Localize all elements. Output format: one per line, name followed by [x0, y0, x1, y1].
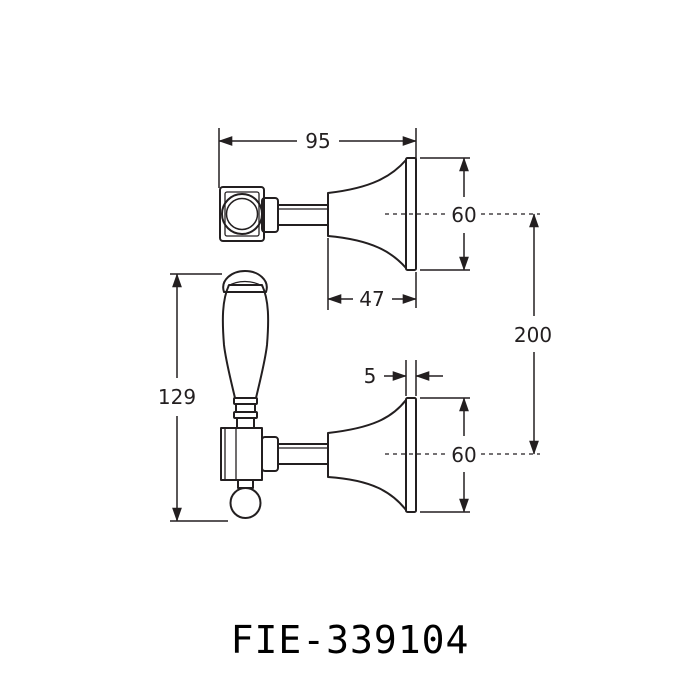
dimension-flange-thickness — [384, 360, 443, 396]
lower-collar — [261, 436, 279, 472]
upper-tap-assembly — [219, 157, 417, 271]
label-flange-depth: 47 — [359, 287, 384, 311]
upper-housing — [219, 186, 265, 242]
lever-handle-cap — [222, 270, 268, 293]
dimension-overall-width — [218, 128, 417, 188]
label-spacing: 200 — [514, 323, 552, 347]
label-handle-height: 129 — [158, 385, 196, 409]
upper-flange-plate — [405, 157, 417, 271]
label-flange-thickness: 5 — [364, 364, 377, 388]
dimension-flange-depth — [327, 238, 417, 310]
label-upper-flange-height: 60 — [451, 203, 476, 227]
dimension-lower-flange-height — [385, 397, 540, 513]
lower-bell-body — [327, 399, 407, 511]
dimension-handle-height — [170, 273, 228, 522]
label-overall-width: 95 — [305, 129, 330, 153]
lever-end-ball — [229, 487, 262, 519]
upper-handle-ring-outer — [221, 193, 263, 235]
label-lower-flange-height: 60 — [451, 443, 476, 467]
lower-flange-plate — [405, 397, 417, 513]
upper-spindle — [277, 204, 329, 226]
upper-handle-ring-inner — [225, 197, 259, 231]
part-code: FIE-339104 — [230, 618, 470, 662]
lower-tap-assembly — [220, 270, 417, 519]
lever-handle-body — [221, 284, 270, 399]
lower-handle-hub — [220, 427, 263, 481]
lower-spindle — [277, 443, 329, 465]
